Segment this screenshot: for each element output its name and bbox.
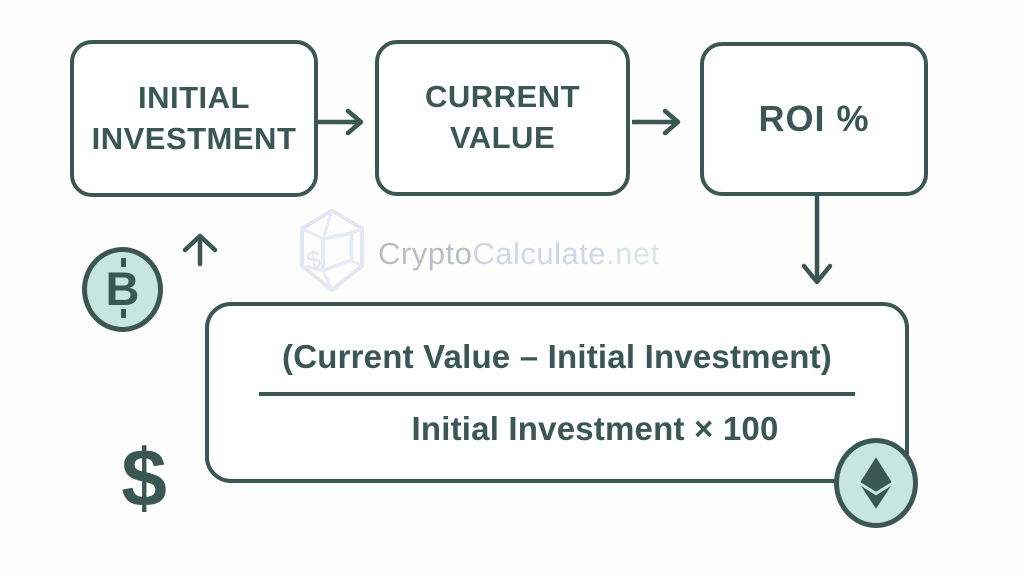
arrow-up-icon bbox=[180, 232, 220, 268]
bitcoin-coin-icon: B bbox=[82, 247, 163, 332]
watermark-part-crypto: Crypto bbox=[378, 235, 473, 271]
svg-text:$: $ bbox=[305, 246, 323, 276]
watermark: $ CryptoCalculate.net bbox=[294, 206, 660, 301]
ethereum-coin-icon bbox=[834, 438, 918, 528]
bitcoin-symbol: B bbox=[105, 258, 140, 318]
dollar-sign: $ bbox=[121, 433, 167, 524]
flow-box-label: ROI % bbox=[758, 98, 870, 140]
arrow-down-icon bbox=[799, 196, 835, 290]
cube-dollar-icon: $ bbox=[294, 206, 370, 301]
flow-box-label: INITIAL INVESTMENT bbox=[91, 79, 297, 156]
watermark-part-calculate: Calculate bbox=[472, 235, 607, 271]
fraction-bar bbox=[259, 391, 855, 396]
watermark-part-net: .net bbox=[606, 235, 660, 271]
roi-formula-box: (Current Value – Initial Investment) Ini… bbox=[205, 302, 909, 483]
formula-denominator: Initial Investment × 100 bbox=[411, 409, 779, 447]
flow-box-roi-percent: ROI % bbox=[700, 42, 928, 196]
ethereum-diamond-glyph bbox=[860, 457, 892, 509]
flow-box-current-value: CURRENT VALUE bbox=[375, 40, 630, 196]
arrow-right-icon bbox=[632, 106, 686, 138]
flow-box-initial-investment: INITIAL INVESTMENT bbox=[70, 40, 318, 197]
flow-box-label: CURRENT VALUE bbox=[424, 79, 581, 155]
formula-numerator: (Current Value – Initial Investment) bbox=[282, 337, 832, 375]
arrow-right-icon bbox=[315, 106, 369, 138]
watermark-text: CryptoCalculate.net bbox=[378, 236, 660, 272]
